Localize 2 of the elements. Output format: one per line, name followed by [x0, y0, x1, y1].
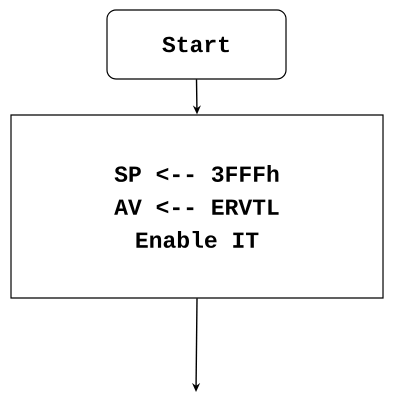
process-box: SP <-- 3FFFh AV <-- ERVTL Enable IT: [10, 114, 384, 299]
start-box: Start: [106, 9, 287, 80]
